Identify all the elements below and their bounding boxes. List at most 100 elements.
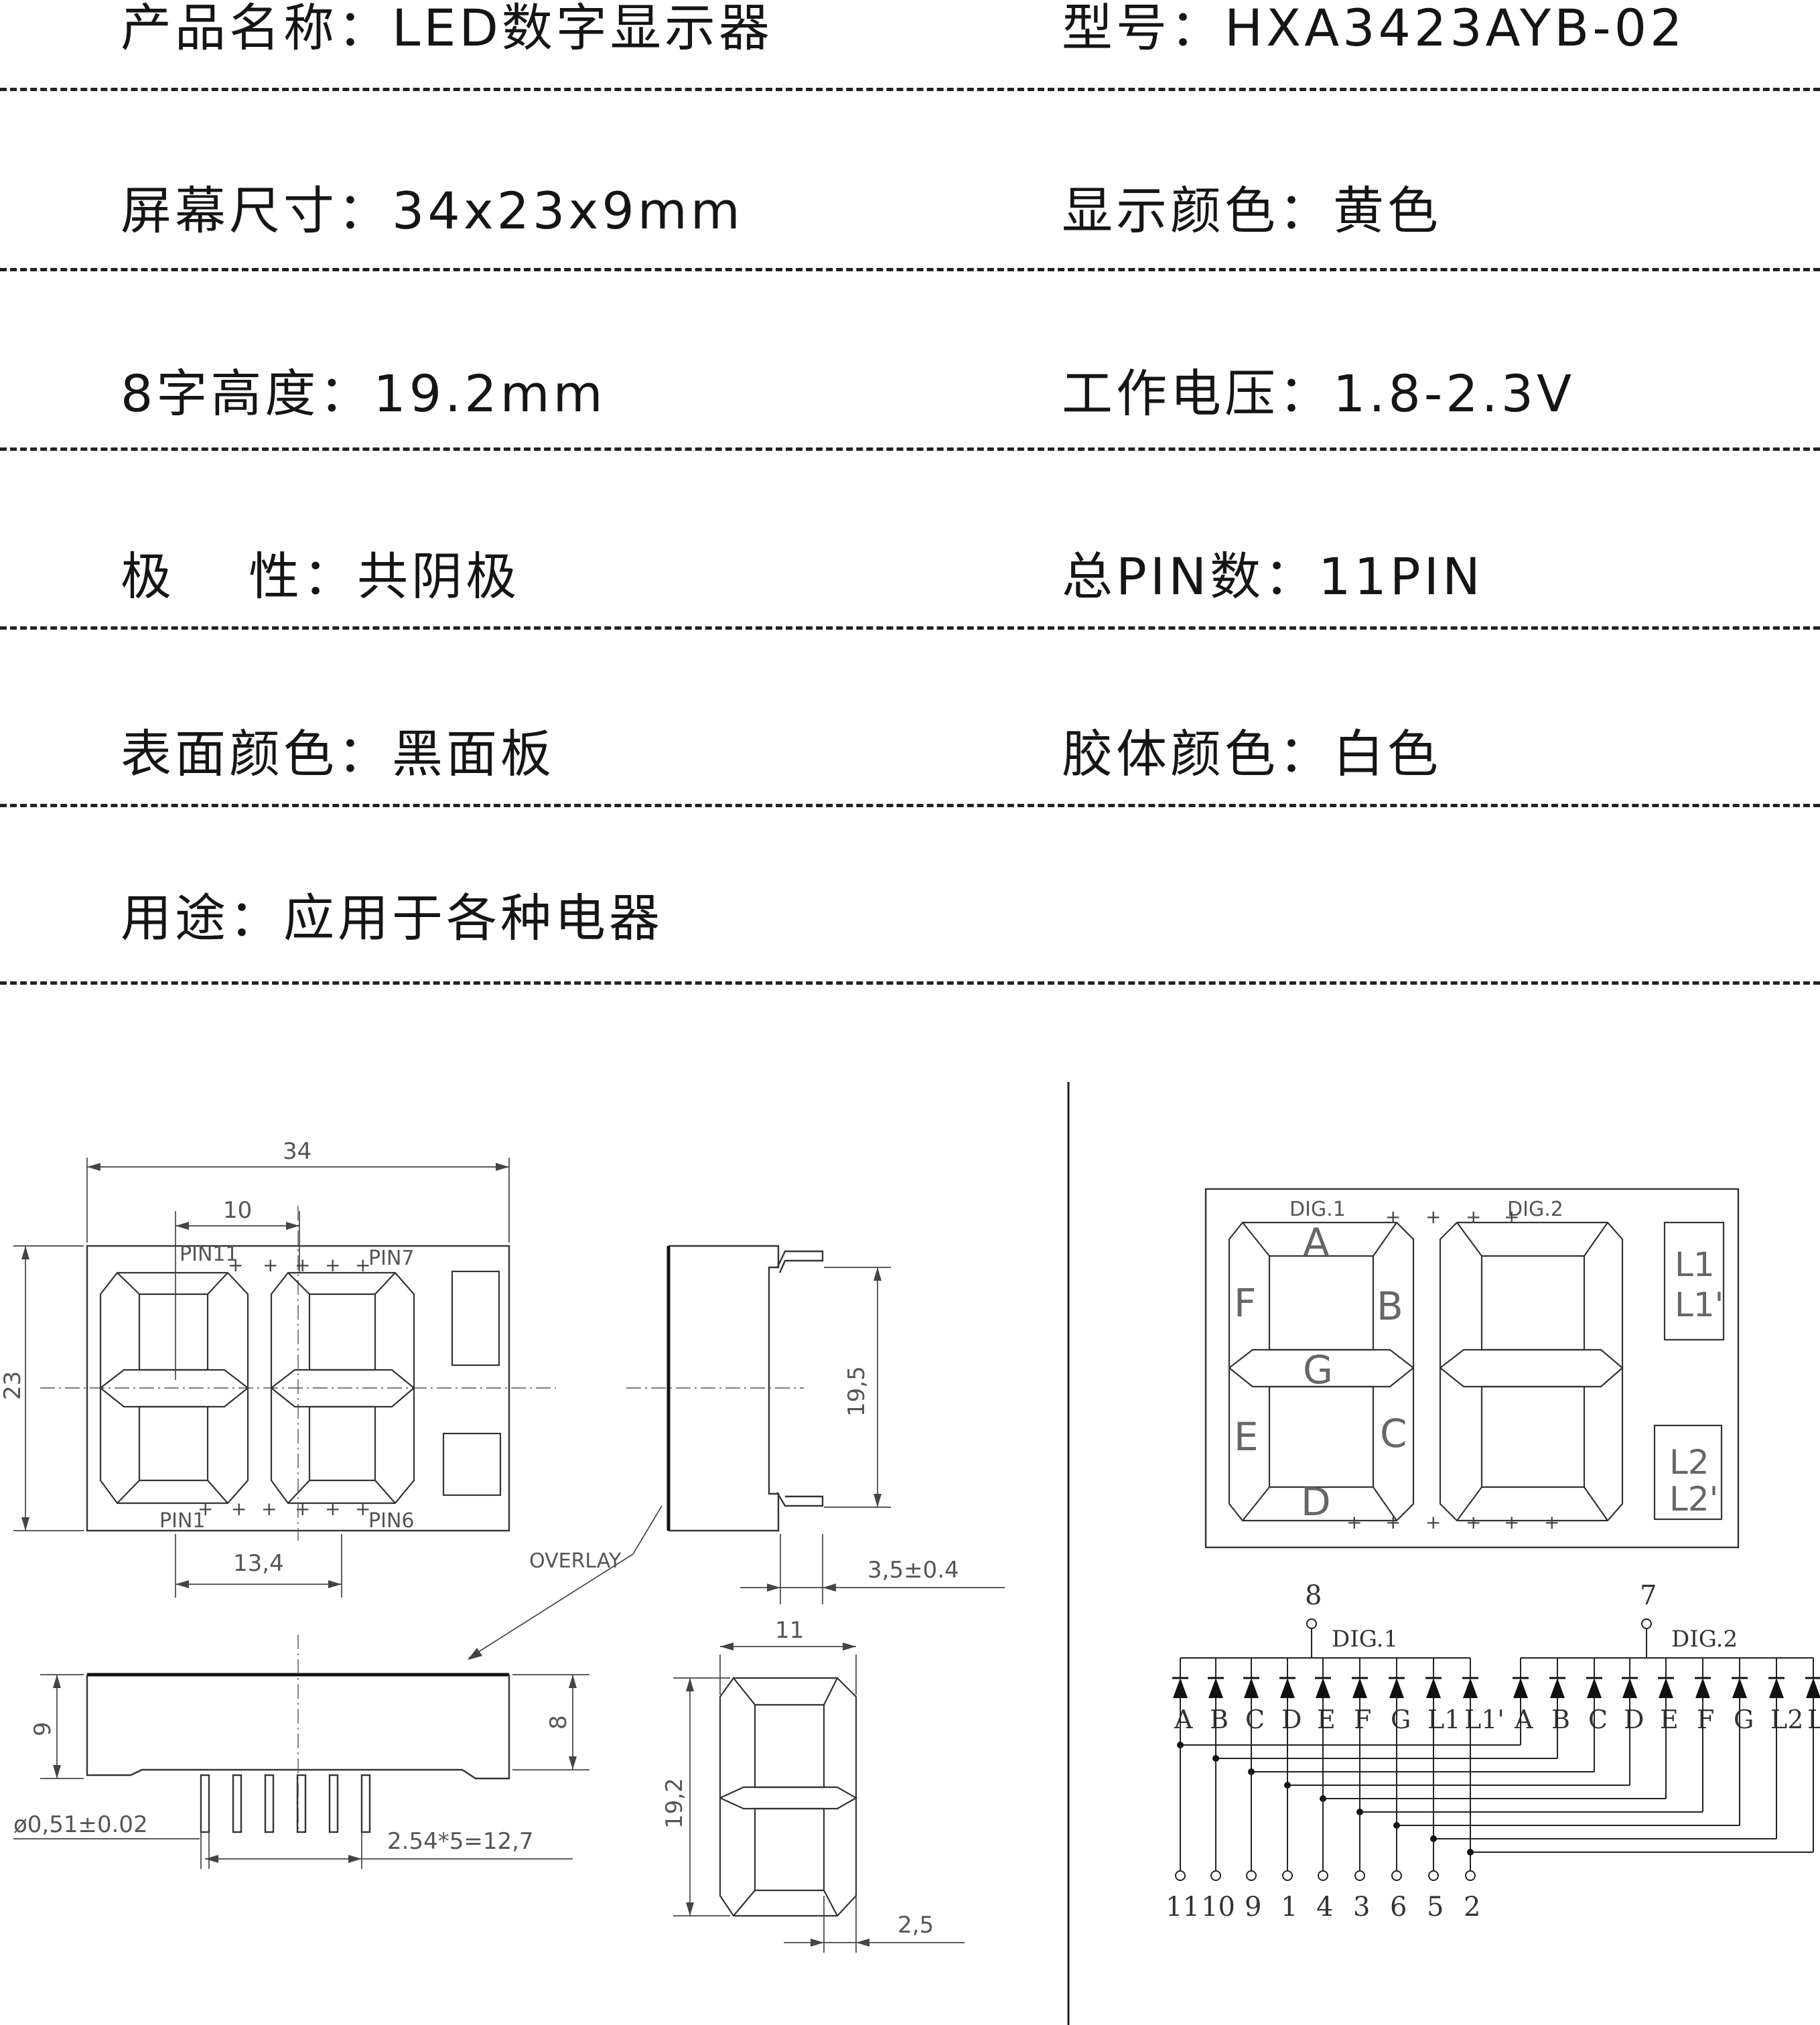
layout-pin-mark: + [1425, 1511, 1441, 1533]
pin-circle [1428, 1870, 1439, 1881]
spec-pin-count: 总PIN数：11PIN [1062, 547, 1484, 606]
dim-pin-span: 13,4 [233, 1550, 284, 1577]
dim-height: 23 [0, 1371, 26, 1400]
front-pin-mark: + [263, 1254, 278, 1276]
front-pin-mark: + [198, 1498, 213, 1520]
dim-digit-width: 11 [775, 1617, 804, 1644]
diode-symbol [1659, 1678, 1673, 1698]
bottom-view: 9 8 ø0,51±0.02 2.54*5=12,7 [13, 1634, 589, 1869]
diode-symbol [1769, 1678, 1784, 1698]
spec-table: 产品名称：LED数字显示器 型号：HXA3423AYB-02 屏幕尺寸：34x2… [0, 0, 1820, 985]
layout-pin-mark: + [1385, 1511, 1401, 1533]
layout-seg-g: G [1303, 1347, 1333, 1393]
label-pin1: PIN1 [159, 1509, 205, 1533]
layout-seg-d: D [1301, 1479, 1331, 1525]
anode-label-dig1: A [1174, 1705, 1193, 1734]
diode-symbol [1550, 1678, 1565, 1698]
pin-number: 4 [1316, 1892, 1333, 1923]
layout-pin-mark: + [1425, 1206, 1441, 1228]
layout-seg-c: C [1380, 1411, 1407, 1456]
anode-label-dig2: E [1660, 1705, 1679, 1734]
anode-label-dig2: F [1697, 1705, 1714, 1734]
front-digit-2 [270, 1271, 415, 1505]
layout-l1: L1 [1675, 1245, 1715, 1284]
dim-width: 34 [283, 1138, 311, 1165]
diode-symbol [1316, 1678, 1330, 1698]
label-pin11: PIN11 [180, 1243, 238, 1266]
spec-usage: 用途：应用于各种电器 [121, 888, 663, 948]
pin-number: 9 [1245, 1892, 1261, 1923]
dim-thickness: 9 [29, 1722, 56, 1736]
front-pin-mark: + [325, 1498, 340, 1520]
spec-screen-size: 屏幕尺寸：34x23x9mm [121, 181, 744, 240]
dashed-divider [0, 88, 1820, 91]
dim-pin-dia: ø0,51±0.02 [13, 1811, 148, 1838]
dim-digit-height: 19,2 [661, 1778, 688, 1829]
dashed-divider [0, 447, 1820, 451]
layout-pin-mark: + [1504, 1206, 1519, 1228]
spec-model: 型号：HXA3423AYB-02 [1062, 0, 1686, 58]
layout-pin-mark: + [1466, 1206, 1481, 1228]
dashed-divider [0, 268, 1820, 271]
pin-circle [1246, 1870, 1257, 1881]
front-pin-mark: + [228, 1254, 243, 1276]
label-pin6: PIN6 [368, 1509, 414, 1533]
layout-l2p: L2' [1669, 1480, 1718, 1519]
pin-circle [1175, 1870, 1186, 1881]
pin-number: 6 [1390, 1892, 1407, 1923]
pin-circle [1354, 1870, 1365, 1881]
diode-symbol [1426, 1678, 1441, 1698]
layout-digit-2 [1439, 1221, 1624, 1522]
anode-label-dig2: A [1514, 1705, 1533, 1734]
front-pin-mark: + [355, 1254, 370, 1276]
spec-display-color: 显示颜色：黄色 [1062, 181, 1442, 240]
diode-symbol [1208, 1678, 1223, 1698]
segment-layout-outline [1204, 1188, 1740, 1549]
diode-symbol [1280, 1678, 1295, 1698]
pin-circle [1391, 1870, 1402, 1881]
front-pin-mark: + [261, 1498, 277, 1520]
common2-pin-circle [1641, 1618, 1652, 1629]
pin-circle [1318, 1870, 1328, 1881]
layout-pin-mark: + [1385, 1206, 1401, 1228]
spec-polarity: 极 性：共阴极 [121, 547, 520, 606]
front-pin-mark: + [325, 1254, 340, 1276]
schematic-common1-pin: 8 [1305, 1580, 1322, 1611]
anode-label-dig1: B [1210, 1705, 1229, 1734]
dashed-divider [0, 626, 1820, 630]
segment-layout-diagram: DIG.1 DIG.2 + + + + + + + + + + A B C D … [1204, 1188, 1740, 1549]
spec-digit-height: 8字高度：19.2mm [121, 364, 606, 423]
anode-label-dig2: D [1624, 1705, 1644, 1734]
anode-label-dig1: L1 [1427, 1705, 1460, 1734]
spec-product-name: 产品名称：LED数字显示器 [121, 0, 773, 58]
diode-symbol [1173, 1678, 1188, 1698]
diode-symbol [1352, 1678, 1367, 1698]
layout-l1p: L1' [1675, 1285, 1724, 1324]
side-body-outline [669, 1245, 780, 1532]
label-overlay: OVERLAY [529, 1549, 622, 1573]
anode-label-dig2: G [1734, 1705, 1754, 1734]
spec-body-color: 胶体颜色：白色 [1062, 724, 1442, 784]
anode-label-dig1: D [1281, 1705, 1302, 1734]
front-pin-mark: + [231, 1498, 247, 1520]
anode-label-dig2: B [1551, 1705, 1570, 1734]
bottom-body-outline [86, 1675, 510, 1780]
pin-number: 3 [1353, 1892, 1370, 1923]
layout-colon-l1-box [1663, 1221, 1725, 1341]
layout-colon-l2-box [1653, 1424, 1723, 1521]
label-pin7: PIN7 [368, 1247, 414, 1270]
dashed-divider [0, 804, 1820, 807]
anode-label-dig1: E [1317, 1705, 1336, 1734]
diode-symbol [1389, 1678, 1404, 1698]
side-view: 19,5 3,5±0.4 OVERLAY [468, 1245, 1005, 1660]
layout-label-dig1: DIG.1 [1289, 1198, 1346, 1221]
schematic-dig2-label: DIG.2 [1671, 1626, 1738, 1653]
diode-symbol [1463, 1678, 1478, 1698]
diode-symbol [1513, 1678, 1528, 1698]
layout-pin-mark: + [1346, 1511, 1362, 1533]
schematic-common2-pin: 7 [1640, 1580, 1657, 1611]
front-pin-mark: + [295, 1254, 310, 1276]
common1-pin-circle [1306, 1618, 1317, 1629]
